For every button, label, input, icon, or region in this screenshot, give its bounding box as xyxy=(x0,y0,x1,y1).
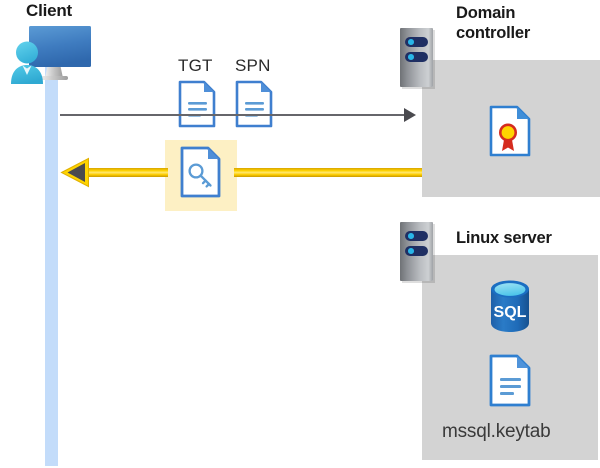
keytab-document-icon xyxy=(489,354,533,412)
domain-controller-title: Domain controller xyxy=(456,4,531,42)
keytab-filename-label: mssql.keytab xyxy=(442,421,551,442)
response-arrow-segment-right xyxy=(234,168,422,177)
domain-controller-rack-icon xyxy=(400,28,433,87)
response-arrow-segment-left xyxy=(78,168,168,177)
key-document-icon xyxy=(180,146,223,203)
tgt-label: TGT xyxy=(178,56,213,75)
request-arrow-line xyxy=(60,114,407,116)
tgt-document-icon xyxy=(178,80,218,133)
response-arrow-head-icon xyxy=(60,156,90,189)
linux-server-rack-icon xyxy=(400,222,433,281)
user-computer-icon xyxy=(8,24,94,88)
client-label: Client xyxy=(26,1,73,20)
sql-label: SQL xyxy=(494,304,527,321)
request-arrow-head-icon xyxy=(404,108,416,122)
client-lifeline xyxy=(45,62,58,466)
linux-server-title: Linux server xyxy=(456,229,552,247)
sql-database-icon: SQL xyxy=(485,278,535,339)
spn-document-icon xyxy=(235,80,275,133)
spn-label: SPN xyxy=(235,56,271,75)
certificate-document-icon xyxy=(489,105,533,162)
